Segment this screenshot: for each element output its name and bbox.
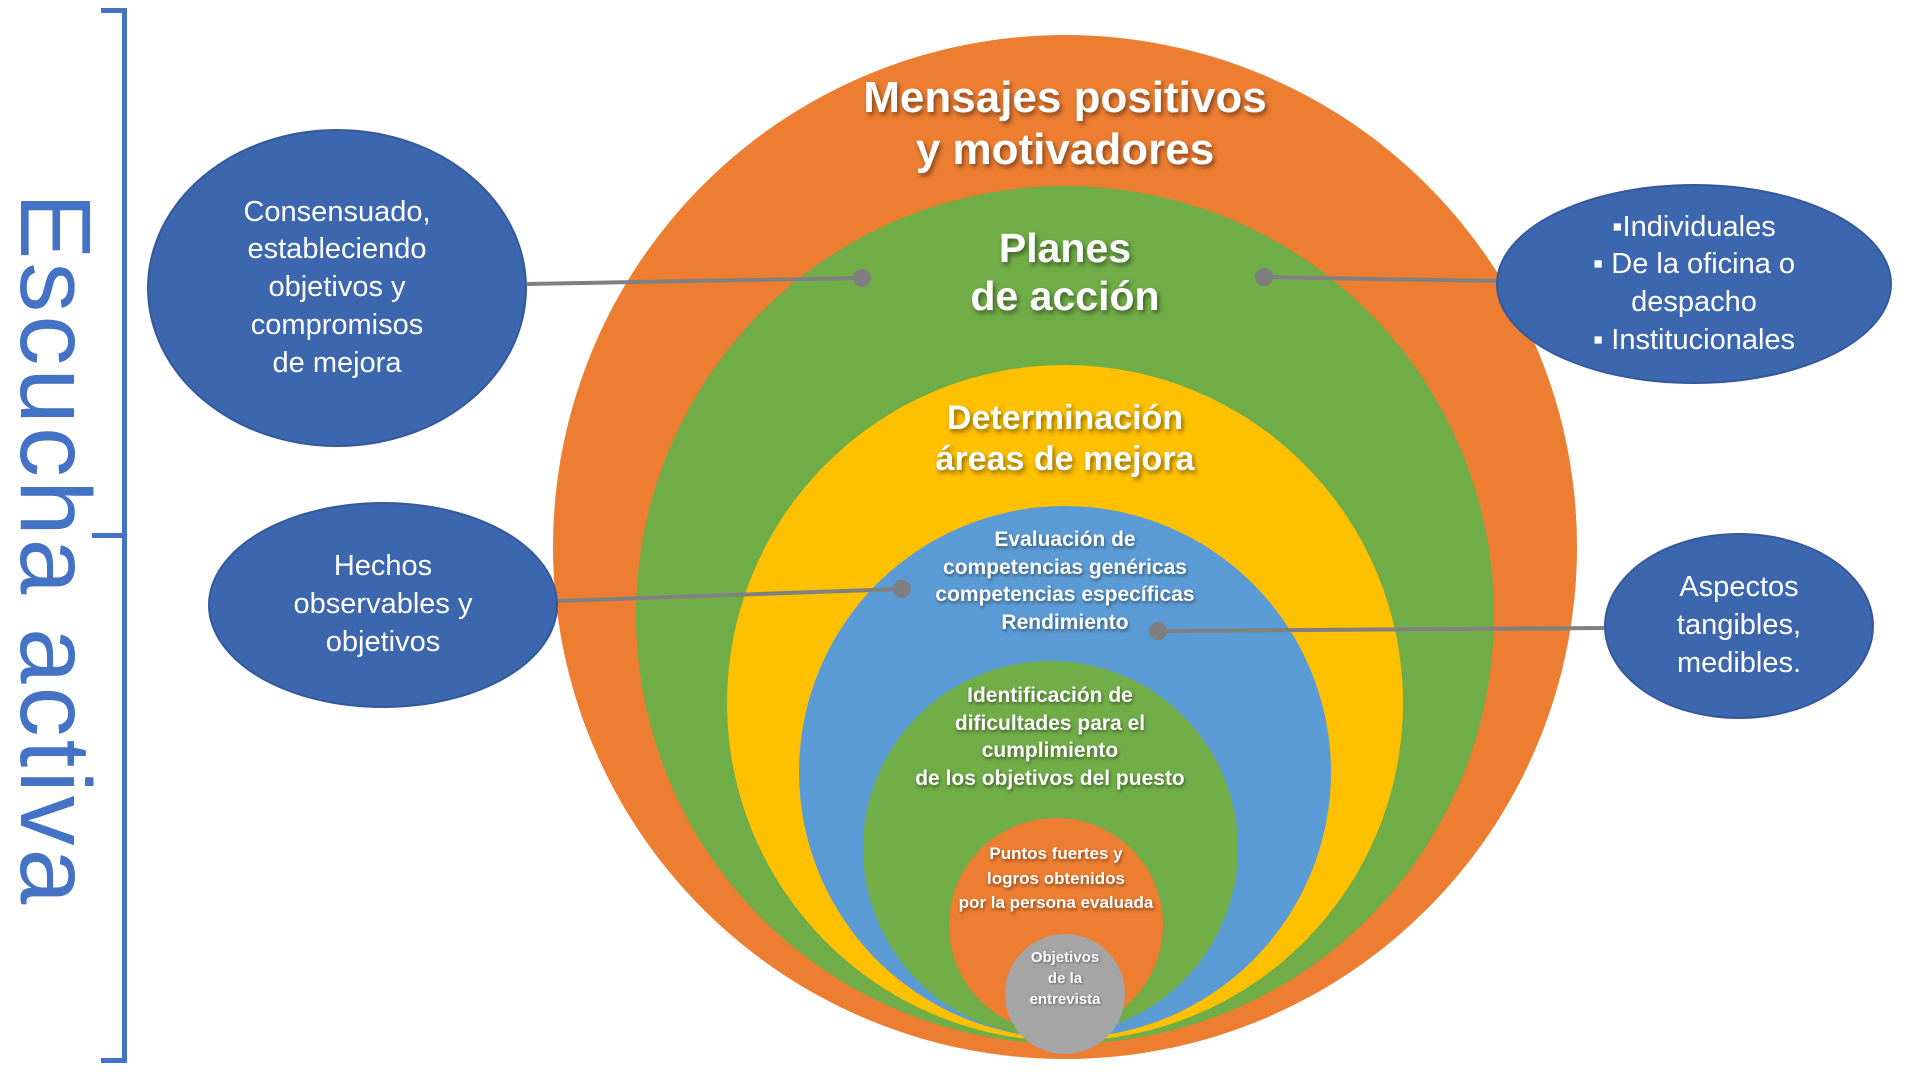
connector-dot-consensuado <box>853 269 871 287</box>
ring-label-puntos: Puntos fuertes y logros obtenidos por la… <box>958 844 1154 913</box>
connector-dot-aspectos <box>1149 622 1167 640</box>
ring-objetivos <box>1005 934 1125 1054</box>
bracket-tick-middle <box>92 533 127 538</box>
ring-label-mensajes: Mensajes positivos y motivadores <box>863 73 1267 174</box>
ring-label-evaluacion: Evaluación de competencias genéricas com… <box>935 528 1195 635</box>
ring-label-determinacion: Determinación áreas de mejora <box>935 399 1195 478</box>
vertical-title: Escucha activa <box>0 192 111 908</box>
ring-label-objetivos: Objetivos de la entrevista <box>1029 949 1101 1008</box>
connector-dot-niveles <box>1255 268 1273 286</box>
callout-consensuado: Consensuado, estableciendo objetivos y c… <box>147 129 527 447</box>
ring-label-planes: Planes de acción <box>970 225 1160 320</box>
callout-aspectos: Aspectos tangibles, medibles. <box>1604 533 1874 719</box>
bracket-tick-top <box>101 8 127 13</box>
ring-label-identificacion: Identificación de dificultades para el c… <box>915 684 1185 791</box>
bracket-tick-bottom <box>101 1058 127 1063</box>
callout-hechos: Hechos observables y objetivos <box>208 502 558 708</box>
callout-niveles: ▪Individuales ▪ De la oficina o despacho… <box>1496 184 1892 384</box>
connector-dot-hechos <box>893 580 911 598</box>
